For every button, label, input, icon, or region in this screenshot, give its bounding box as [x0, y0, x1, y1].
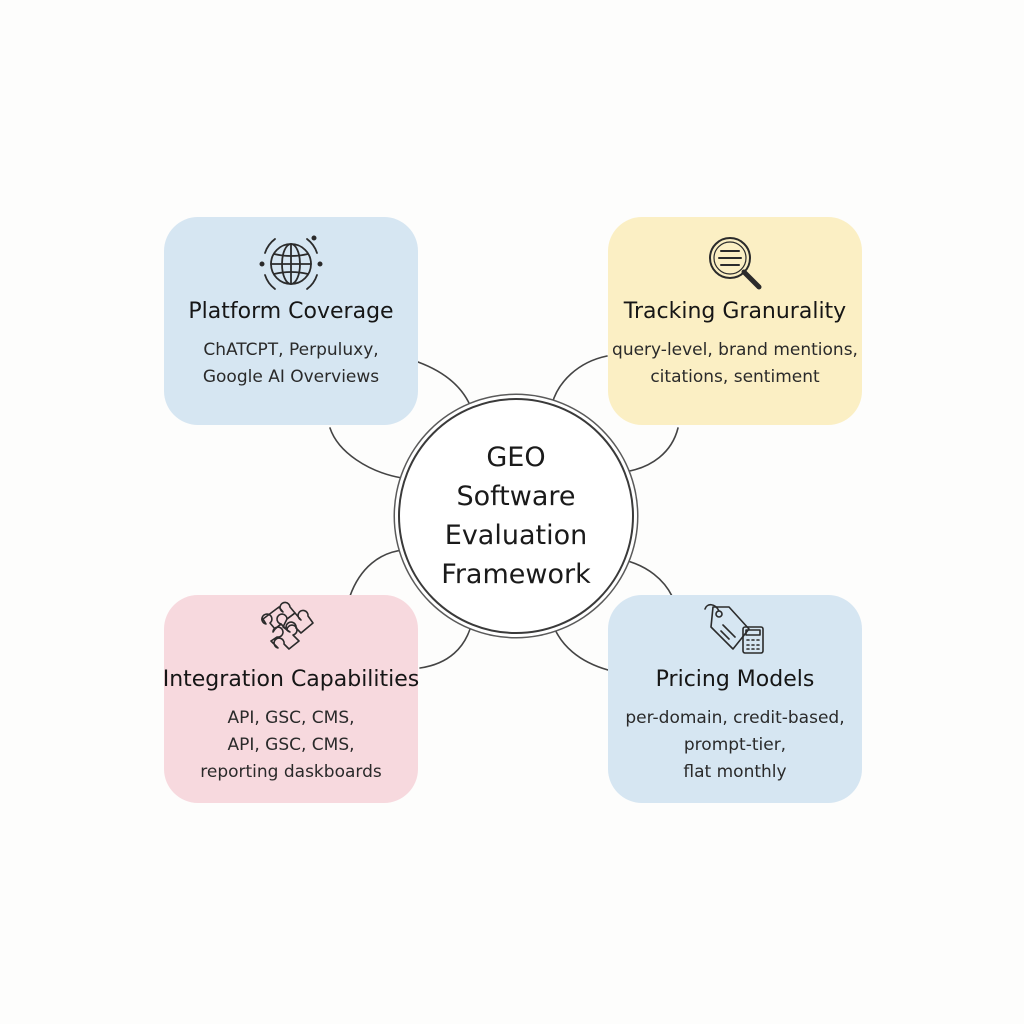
card-description-line: ChATCPT, Perpuluxy, — [203, 340, 379, 360]
pricing-models-card: Pricing Models per-domain, credit-based,… — [608, 595, 862, 803]
hub-title-line: GEO — [486, 442, 546, 473]
card-title: Pricing Models — [655, 667, 815, 692]
connector-bottom-left-2 — [419, 621, 473, 669]
connector-top-right-1 — [551, 355, 608, 405]
card-description-line: flat monthly — [683, 762, 787, 782]
price-tag-calculator-icon — [704, 603, 764, 654]
tracking-granurality-card: Tracking Granurality query-level, brand … — [608, 217, 862, 425]
card-description-line: reporting daskboards — [200, 762, 382, 782]
card-description: query-level, brand mentions, citations, … — [588, 337, 882, 391]
card-description-line: Google AI Overviews — [202, 367, 380, 387]
hub-title-line: Framework — [441, 559, 591, 590]
platform-coverage-card: Platform Coverage ChATCPT, Perpuluxy, Go… — [164, 217, 418, 425]
card-title: Platform Coverage — [188, 299, 394, 324]
card-title: Integration Capabilities — [162, 667, 420, 692]
connector-top-left-2 — [329, 427, 403, 479]
hub-title-line: Software — [456, 481, 576, 512]
card-description-line: query-level, brand mentions, — [612, 340, 858, 360]
connector-top-right-2 — [623, 427, 679, 473]
card-description-line: per-domain, credit-based, — [625, 708, 845, 728]
connector-top-left-1 — [417, 361, 473, 411]
card-description-line: citations, sentiment — [650, 367, 820, 387]
puzzle-icon — [261, 601, 314, 650]
card-title: Tracking Granurality — [623, 299, 847, 324]
card-description: per-domain, credit-based, prompt-tier, f… — [588, 705, 882, 786]
connector-bottom-left-1 — [349, 549, 405, 597]
magnifier-icon — [709, 237, 762, 290]
globe-icon — [259, 235, 323, 290]
card-description-line: API, GSC, CMS, — [227, 708, 355, 728]
card-description: ChATCPT, Perpuluxy, Google AI Overviews — [144, 337, 438, 391]
card-description: API, GSC, CMS, API, GSC, CMS, reporting … — [144, 705, 438, 786]
central-hub: GEO Software Evaluation Framework — [398, 398, 634, 634]
connector-bottom-right-1 — [551, 621, 609, 671]
integration-capabilities-card: Integration Capabilities API, GSC, CMS, … — [163, 595, 419, 803]
card-description-line: API, GSC, CMS, — [227, 735, 355, 755]
connector-bottom-right-2 — [623, 559, 673, 597]
hub-title-line: Evaluation — [444, 520, 588, 551]
card-description-line: prompt-tier, — [683, 735, 787, 755]
